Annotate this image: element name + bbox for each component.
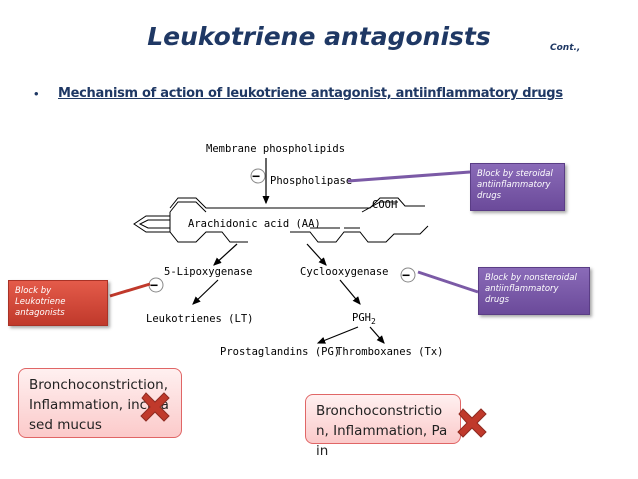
- cyclooxygenase-minus-sign: −: [402, 267, 410, 283]
- phospholipase-inhibit-icon: [250, 168, 266, 184]
- pgh2-text: PGH: [352, 312, 371, 324]
- leukotriene-antagonist-callout: Block by Leukotriene antagonists: [8, 280, 108, 326]
- lipoxygenase-label: 5-Lipoxygenase: [164, 266, 253, 278]
- cont-label: Cont.,: [550, 43, 581, 53]
- leukotrienes-label: Leukotrienes (LT): [146, 313, 253, 325]
- prostaglandin-effects-box: Bronchoconstriction, Inflammation, Pain: [305, 394, 461, 459]
- arrow-pgh2-to-tx: [369, 326, 385, 344]
- arrow-pgh2-to-pg: [316, 326, 359, 344]
- lipoxygenase-minus-sign: −: [150, 277, 158, 293]
- arachidonic-acid-structure: [133, 197, 429, 243]
- slide-title: Leukotriene antagonists: [147, 22, 491, 51]
- arrow-aa-to-lox: [213, 243, 238, 266]
- thromboxanes-label: Thromboxanes (Tx): [336, 346, 443, 358]
- nonsteroidal-callout: Block by nonsteroidal antiinflammatory d…: [478, 267, 590, 315]
- arachidonic-acid-label: Arachidonic acid (AA): [188, 218, 321, 230]
- arrow-aa-to-cox: [306, 243, 327, 266]
- x-mark-icon: [140, 392, 170, 422]
- arrow-lox-to-lt: [192, 279, 219, 305]
- cyclooxygenase-inhibit-icon: [400, 267, 416, 283]
- x-mark-icon: [457, 408, 487, 438]
- phospholipase-label: Phospholipase: [270, 175, 352, 187]
- pgh2-label: PGH2: [352, 312, 376, 326]
- nonsteroidal-pointer: [417, 270, 479, 294]
- phospholipase-minus-sign: −: [252, 168, 260, 184]
- membrane-phospholipids-label: Membrane phospholipids: [206, 143, 345, 155]
- arrow-cox-to-pgh2: [339, 279, 361, 305]
- cooh-label: COOH: [372, 199, 397, 211]
- prostaglandins-label: Prostaglandins (PG): [220, 346, 340, 358]
- pgh2-subscript: 2: [371, 317, 376, 326]
- bullet-icon: •: [34, 86, 39, 101]
- slide-subtitle: Mechanism of action of leukotriene antag…: [58, 86, 563, 101]
- cyclooxygenase-label: Cyclooxygenase: [300, 266, 389, 278]
- leukotriene-pointer: [109, 282, 151, 298]
- steroidal-pointer: [347, 170, 471, 183]
- steroidal-callout: Block by steroidal antiinflammatory drug…: [470, 163, 565, 211]
